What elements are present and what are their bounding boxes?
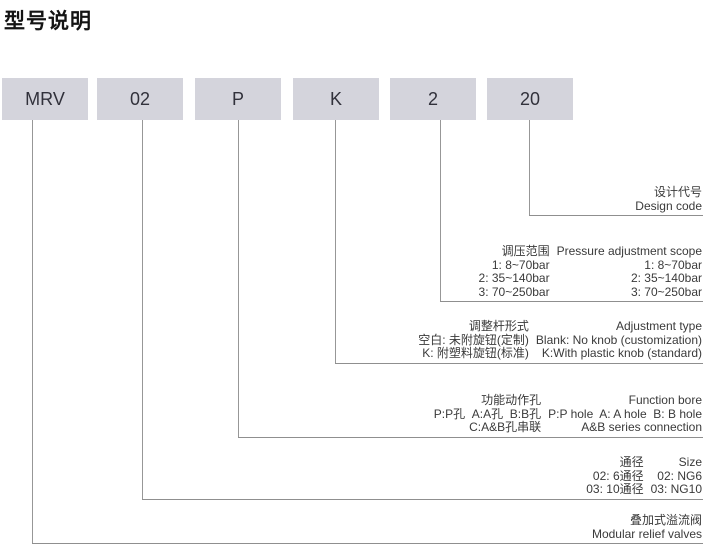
design-code-en: Design code	[635, 198, 702, 213]
code-segment-20: 20	[487, 78, 573, 120]
code-segment-mrv: MRV	[2, 78, 88, 120]
size-row-zh: 03: 10通径	[586, 482, 644, 496]
size-header-en: Size	[678, 455, 702, 469]
pressure-row-zh: 2: 35~140bar	[478, 271, 550, 285]
pressure-row-en: 3: 70~250bar	[630, 284, 702, 299]
pressure-row-zh: 1: 8~70bar	[491, 257, 550, 272]
adjustment-row-en: Blank: No knob (customization)	[535, 332, 702, 347]
size-row-en: 02: NG6	[657, 468, 702, 483]
function-header-zh: 功能动作孔	[481, 393, 542, 407]
product-name-block: 叠加式溢流阀 Modular relief valves	[591, 513, 702, 541]
rule-function	[238, 437, 703, 438]
function-header-en: Function bore	[628, 393, 702, 407]
code-segment-02: 02	[97, 78, 183, 120]
pressure-row-en: 2: 35~140bar	[630, 271, 702, 285]
code-segment-2: 2	[390, 78, 476, 120]
adjustment-header-en: Adjustment type	[615, 319, 702, 333]
design-code-block: 设计代号 Design code	[635, 185, 702, 213]
pressure-block: 调压范围 Pressure adjustment scope 1: 8~70ba…	[478, 244, 702, 299]
rule-pressure	[440, 301, 703, 302]
pressure-header-zh: 调压范围	[501, 244, 550, 258]
code-segment-k: K	[293, 78, 379, 120]
rule-product	[32, 543, 703, 544]
adjustment-row-zh: K: 附塑料旋钮(标准)	[422, 346, 529, 360]
product-name-zh: 叠加式溢流阀	[629, 513, 702, 527]
adjustment-type-block: 调整杆形式 Adjustment type 空白: 未附旋钮(定制) Blank…	[418, 319, 702, 361]
adjustment-row-zh: 空白: 未附旋钮(定制)	[418, 332, 529, 347]
function-row-zh: C:A&B孔串联	[469, 420, 542, 434]
pressure-row-en: 1: 8~70bar	[644, 257, 702, 272]
rule-design-code	[529, 215, 703, 216]
adjustment-row-en: K:With plastic knob (standard)	[541, 346, 702, 360]
function-row-en: P:P hole A: A hole B: B hole	[548, 406, 702, 421]
pressure-header-en: Pressure adjustment scope	[556, 244, 702, 258]
design-code-zh: 设计代号	[653, 185, 702, 199]
function-row-zh: P:P孔 A:A孔 B:B孔	[433, 406, 542, 421]
code-segment-p: P	[195, 78, 281, 120]
rule-size	[142, 499, 703, 500]
function-bore-block: 功能动作孔 Function bore P:P孔 A:A孔 B:B孔 P:P h…	[433, 393, 702, 435]
connector-line-02	[142, 120, 143, 499]
size-block: 通径 Size 02: 6通径 02: NG6 03: 10通径 03: NG1…	[586, 455, 702, 497]
product-name-en: Modular relief valves	[591, 526, 702, 541]
connector-line-20	[529, 120, 530, 215]
pressure-row-zh: 3: 70~250bar	[478, 284, 550, 299]
adjustment-header-zh: 调整杆形式	[468, 319, 529, 333]
connector-line-2	[440, 120, 441, 301]
connector-line-k	[335, 120, 336, 363]
connector-line-p	[238, 120, 239, 437]
rule-adjustment	[335, 363, 703, 364]
size-row-zh: 02: 6通径	[592, 468, 644, 483]
size-header-zh: 通径	[619, 455, 644, 469]
function-row-en: A&B series connection	[581, 420, 702, 434]
page-title: 型号说明	[4, 10, 92, 33]
size-row-en: 03: NG10	[650, 482, 702, 496]
connector-line-mrv	[32, 120, 33, 543]
